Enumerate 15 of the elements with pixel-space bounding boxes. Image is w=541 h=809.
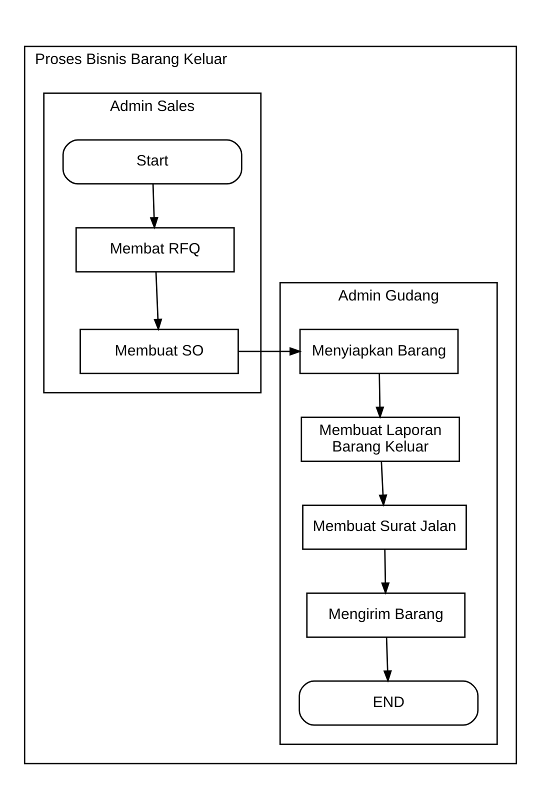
node-box: Membuat Laporan Barang Keluar <box>300 416 460 462</box>
node-box: Menyiapkan Barang <box>299 328 459 374</box>
node-box: END <box>298 680 479 726</box>
node-box: Membat RFQ <box>75 226 235 272</box>
arrow <box>383 636 392 682</box>
node-box: Membuat Surat Jalan <box>302 504 467 550</box>
arrow <box>381 548 390 594</box>
arrow <box>154 272 162 331</box>
node-box: Mengirim Barang <box>306 592 466 638</box>
arrow <box>376 372 384 419</box>
node-box: Membuat SO <box>80 328 239 374</box>
arrow <box>238 346 302 356</box>
arrow <box>378 460 388 506</box>
node-box: Start <box>62 138 242 184</box>
arrow <box>150 183 158 229</box>
